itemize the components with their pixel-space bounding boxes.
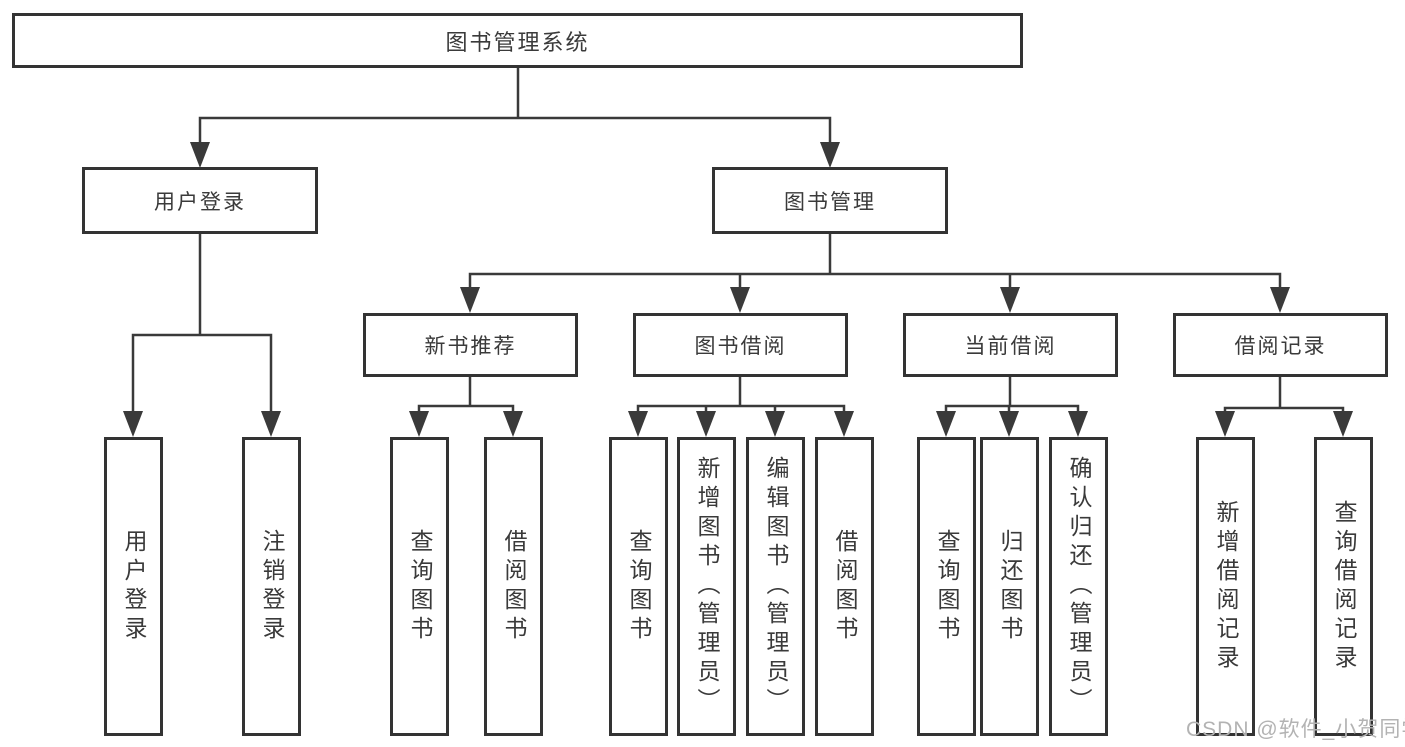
node-new-book-recommendation: 新书推荐 xyxy=(363,313,578,377)
leaf-user-login-label: 用户登录 xyxy=(121,528,147,645)
leaf-query-books-recommend: 查询图书 xyxy=(390,437,449,736)
leaf-borrow-books-recommend-label: 借阅图书 xyxy=(501,528,527,645)
leaf-logout-label: 注销登录 xyxy=(259,528,285,645)
leaf-add-books-admin-label: 新增图书（管理员） xyxy=(694,456,720,717)
node-borrowing-records-label: 借阅记录 xyxy=(1234,335,1327,358)
leaf-add-borrow-record-label: 新增借阅记录 xyxy=(1213,499,1239,674)
leaf-add-books-admin: 新增图书（管理员） xyxy=(677,437,736,736)
csdn-watermark: CSDN @软件_小贺同学 xyxy=(1186,718,1405,741)
node-borrowing-records: 借阅记录 xyxy=(1173,313,1388,377)
leaf-borrow-books-borrowing-label: 借阅图书 xyxy=(832,528,858,645)
leaf-user-login: 用户登录 xyxy=(104,437,163,736)
leaf-query-books-borrowing-label: 查询图书 xyxy=(626,528,652,645)
leaf-edit-books-admin-label: 编辑图书（管理员） xyxy=(763,456,789,717)
leaf-return-books-label: 归还图书 xyxy=(997,528,1023,645)
leaf-logout: 注销登录 xyxy=(242,437,301,736)
leaf-add-borrow-record: 新增借阅记录 xyxy=(1196,437,1255,736)
leaf-borrow-books-borrowing: 借阅图书 xyxy=(815,437,874,736)
node-library-management-system: 图书管理系统 xyxy=(12,13,1023,68)
leaf-edit-books-admin: 编辑图书（管理员） xyxy=(746,437,805,736)
leaf-query-books-current-label: 查询图书 xyxy=(934,528,960,645)
node-book-borrowing-label: 图书借阅 xyxy=(694,335,787,358)
leaf-borrow-books-recommend: 借阅图书 xyxy=(484,437,543,736)
node-library-management-system-label: 图书管理系统 xyxy=(445,29,590,55)
leaf-query-borrow-record: 查询借阅记录 xyxy=(1314,437,1373,736)
leaf-query-books-current: 查询图书 xyxy=(917,437,976,736)
node-book-management-label: 图书管理 xyxy=(784,190,876,214)
leaf-query-books-borrowing: 查询图书 xyxy=(609,437,668,736)
node-user-login: 用户登录 xyxy=(82,167,318,234)
node-current-borrowing-label: 当前借阅 xyxy=(964,335,1057,358)
node-book-borrowing: 图书借阅 xyxy=(633,313,848,377)
leaf-return-books: 归还图书 xyxy=(980,437,1039,736)
leaf-query-books-recommend-label: 查询图书 xyxy=(407,528,433,645)
node-new-book-recommendation-label: 新书推荐 xyxy=(424,335,517,358)
leaf-confirm-return-admin-label: 确认归还（管理员） xyxy=(1066,456,1092,717)
node-user-login-label: 用户登录 xyxy=(154,190,246,214)
leaf-query-borrow-record-label: 查询借阅记录 xyxy=(1331,499,1357,674)
leaf-confirm-return-admin: 确认归还（管理员） xyxy=(1049,437,1108,736)
node-current-borrowing: 当前借阅 xyxy=(903,313,1118,377)
node-book-management: 图书管理 xyxy=(712,167,948,234)
